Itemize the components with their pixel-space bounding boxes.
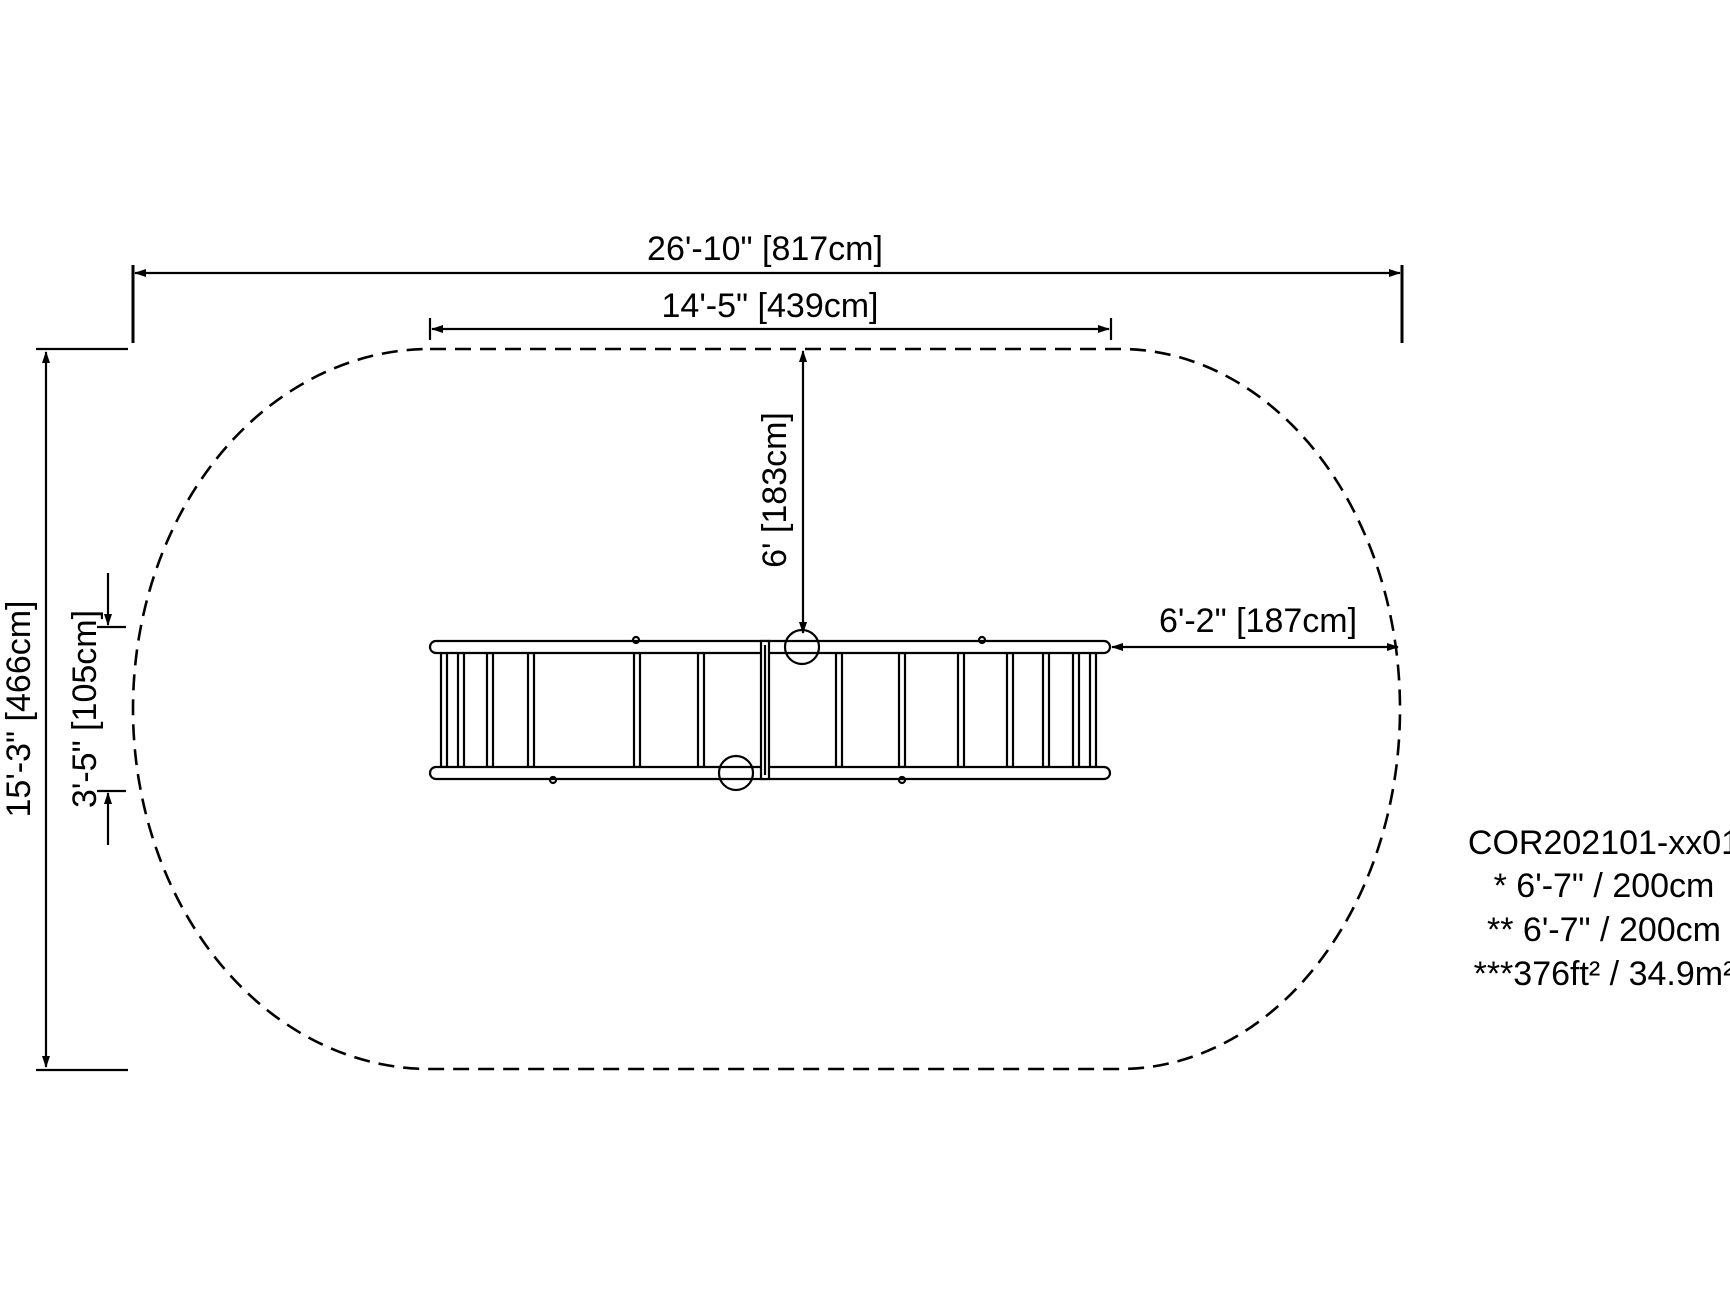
overall-depth-label: 15'-3" [466cm] [0,601,38,818]
post-bottom [717,754,755,792]
top-clearance-label: 6' [183cm] [756,412,794,568]
equipment-width-label: 3'-5" [105cm] [66,610,104,808]
side-clearance-dimension: 6'-2" [187cm] [1111,602,1399,651]
model-number: COR202101-xx01 [1468,824,1730,862]
equipment-length-dimension: 14'-5" [439cm] [428,287,1113,340]
equipment-length-label: 14'-5" [439cm] [662,287,879,325]
overall-width-label: 26'-10" [817cm] [647,230,883,268]
equipment-width-dimension: 3'-5" [105cm] [66,573,126,845]
overall-width-dimension: 26'-10" [817cm] [131,230,1404,343]
note-line-1: * 6'-7" / 200cm [1494,867,1715,905]
note-line-2: ** 6'-7" / 200cm [1487,911,1721,949]
equipment-plan-view [428,628,1112,792]
note-line-3: ***376ft² / 34.9m² [1474,955,1730,993]
use-zone-outline [131,347,1402,1071]
overall-depth-dimension: 15'-3" [466cm] [0,347,128,1072]
notes-block: COR202101-xx01 * 6'-7" / 200cm ** 6'-7" … [1468,824,1730,993]
post-top [783,628,821,666]
side-clearance-label: 6'-2" [187cm] [1159,602,1357,640]
top-clearance-dimension: 6' [183cm] [756,350,807,634]
